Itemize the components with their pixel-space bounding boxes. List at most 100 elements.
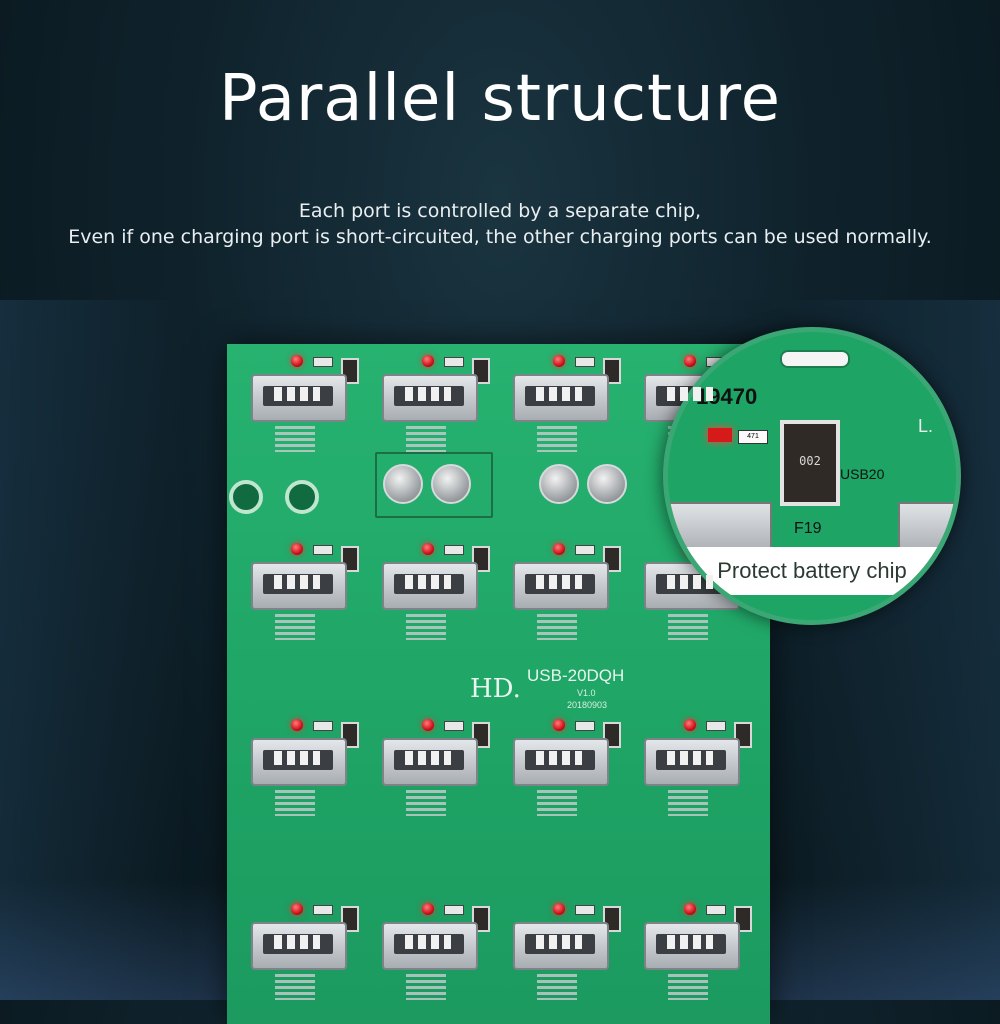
- port-led: [291, 719, 303, 731]
- usb-pins: [667, 935, 713, 949]
- usb-pins: [667, 387, 713, 401]
- terminal-screw: [587, 464, 627, 504]
- positive-terminal-box: [375, 452, 493, 518]
- terminal-screw: [383, 464, 423, 504]
- usb-pins: [274, 935, 320, 949]
- port-resistor: [444, 905, 464, 915]
- usb-charging-port: [634, 900, 754, 1000]
- port-led: [553, 355, 565, 367]
- port-resistor: [444, 721, 464, 731]
- usb-charging-port: [634, 716, 754, 816]
- terminal-screw: [539, 464, 579, 504]
- usb-charging-port: [241, 716, 361, 816]
- port-resistor: [575, 545, 595, 555]
- usb-charging-port: [241, 540, 361, 640]
- board-model-label: USB-20DQH: [527, 666, 625, 685]
- port-pads: [406, 426, 446, 452]
- port-led: [291, 903, 303, 915]
- usb-pins: [536, 751, 582, 765]
- port-resistor: [575, 721, 595, 731]
- port-resistor: [313, 357, 333, 367]
- zoom-content: 19470 471 002 USB20 F19 L. Protect batte…: [668, 332, 956, 620]
- port-led: [422, 355, 434, 367]
- port-resistor: [444, 545, 464, 555]
- subtitle-line-2: Even if one charging port is short-circu…: [68, 226, 932, 248]
- caption-band: [668, 547, 956, 595]
- port-pads: [668, 974, 708, 1000]
- usb-charging-port: [241, 352, 361, 452]
- port-led: [422, 903, 434, 915]
- port-pads: [537, 790, 577, 816]
- usb-charging-port: [503, 352, 623, 452]
- mounting-hole: [285, 480, 319, 514]
- usb-pins: [274, 387, 320, 401]
- usb-charging-port: [372, 540, 492, 640]
- usb-pins: [274, 575, 320, 589]
- usb-pins: [405, 387, 451, 401]
- usb-pins: [536, 935, 582, 949]
- port-led: [422, 719, 434, 731]
- usb-pins: [667, 575, 713, 589]
- zoom-bottom: [668, 595, 956, 620]
- port-pads: [406, 614, 446, 640]
- zoom-led: [708, 428, 732, 442]
- zoom-slot: [780, 350, 850, 368]
- usb-pins: [667, 751, 713, 765]
- port-pads: [537, 426, 577, 452]
- port-led: [422, 543, 434, 555]
- page-title: Parallel structure: [219, 62, 781, 136]
- zoom-corner-label: L.: [918, 416, 934, 436]
- usb-charging-port: [503, 716, 623, 816]
- zoom-usb-label: USB20: [840, 466, 885, 482]
- port-resistor: [575, 357, 595, 367]
- port-pads: [668, 790, 708, 816]
- usb-charging-port: [372, 900, 492, 1000]
- port-led: [553, 543, 565, 555]
- port-pads: [275, 426, 315, 452]
- chip-marking: 002: [799, 454, 821, 468]
- port-led: [553, 903, 565, 915]
- port-resistor: [313, 545, 333, 555]
- board-brand-label: HD.: [470, 674, 521, 704]
- port-pads: [406, 974, 446, 1000]
- zoom-caption: Protect battery chip: [717, 558, 907, 583]
- port-resistor: [575, 905, 595, 915]
- port-pads: [537, 974, 577, 1000]
- port-led: [291, 543, 303, 555]
- port-pads: [275, 614, 315, 640]
- protection-chip: 002: [780, 420, 840, 506]
- port-pads: [537, 614, 577, 640]
- usb-pins: [536, 575, 582, 589]
- zoom-resistor: 471: [738, 430, 768, 444]
- port-led: [684, 903, 696, 915]
- port-resistor: [313, 721, 333, 731]
- usb-charging-port: [372, 716, 492, 816]
- usb-pins: [536, 387, 582, 401]
- subtitle-line-1: Each port is controlled by a separate ch…: [298, 200, 702, 222]
- usb-pins: [405, 575, 451, 589]
- port-resistor: [444, 357, 464, 367]
- usb-pins: [274, 751, 320, 765]
- port-resistor: [706, 721, 726, 731]
- zoom-magnifier: 19470 471 002 USB20 F19 L. Protect batte…: [663, 327, 961, 625]
- port-led: [291, 355, 303, 367]
- usb-charging-port: [503, 900, 623, 1000]
- port-resistor: [313, 905, 333, 915]
- zoom-fuse-label: F19: [794, 520, 822, 537]
- mounting-hole: [229, 480, 263, 514]
- port-led: [684, 355, 696, 367]
- board-version-label: V1.0: [577, 688, 596, 698]
- terminal-screw: [431, 464, 471, 504]
- usb-pins: [405, 751, 451, 765]
- port-resistor: [706, 905, 726, 915]
- usb-charging-port: [241, 900, 361, 1000]
- board-date-label: 20180903: [567, 700, 608, 710]
- port-led: [553, 719, 565, 731]
- port-pads: [275, 790, 315, 816]
- background-glow-left: [0, 300, 180, 1000]
- port-pads: [406, 790, 446, 816]
- usb-pins: [405, 935, 451, 949]
- usb-charging-port: [503, 540, 623, 640]
- usb-charging-port: [372, 352, 492, 452]
- port-led: [684, 719, 696, 731]
